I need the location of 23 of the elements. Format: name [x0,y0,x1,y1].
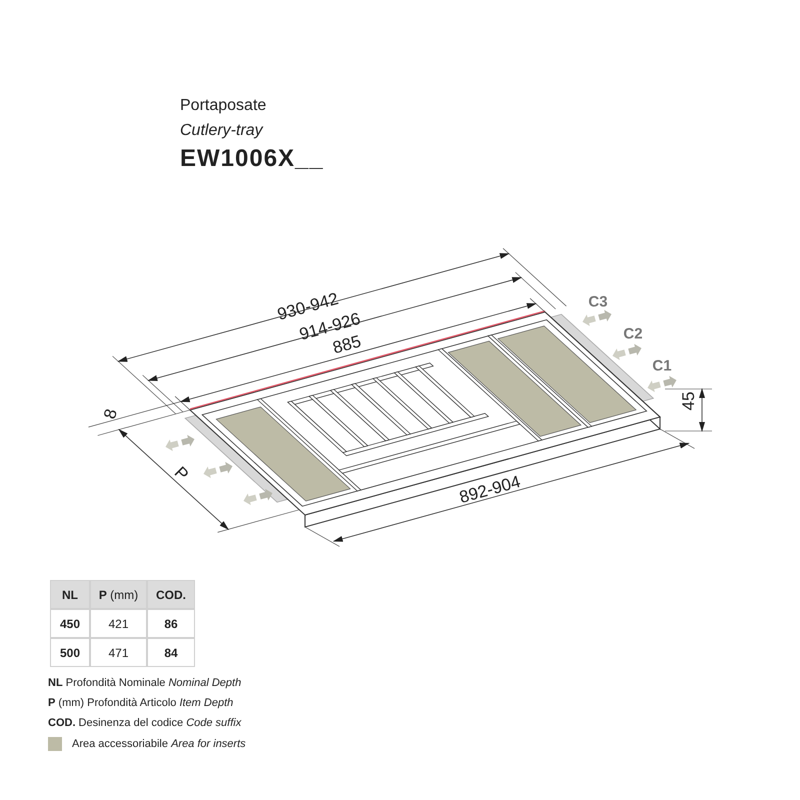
table-cell: 471 [90,638,147,667]
table-cell: 421 [90,609,147,638]
subheading: Cutlery-tray [180,122,263,140]
position-label: C3 [588,294,608,310]
dimension-label: 45 [679,392,699,410]
product-code: EW1006X__ [180,145,324,173]
table-header-cell: P (mm) [90,580,147,609]
table-cell: 450 [50,609,90,638]
table-cell: 84 [147,638,195,667]
key-description: P (mm) Profondità Articolo Item Depth [48,697,234,709]
dimension-label: 8 [100,406,122,422]
table-cell: 500 [50,638,90,667]
legend-label: Area accessoriabile Area for inserts [72,738,246,750]
dimension-label: 892-904 [457,472,523,508]
table-header-cell: NL [50,580,90,609]
position-label: C2 [623,326,643,342]
position-label: C1 [652,358,672,374]
key-description: COD. Desinenza del codice Code suffix [48,717,242,729]
table-cell: 86 [147,609,195,638]
dimension-label: P [170,462,192,486]
table-header-cell: COD. [147,580,195,609]
heading: Portaposate [180,97,266,115]
key-description: NL Profondità Nominale Nominal Depth [48,677,242,689]
